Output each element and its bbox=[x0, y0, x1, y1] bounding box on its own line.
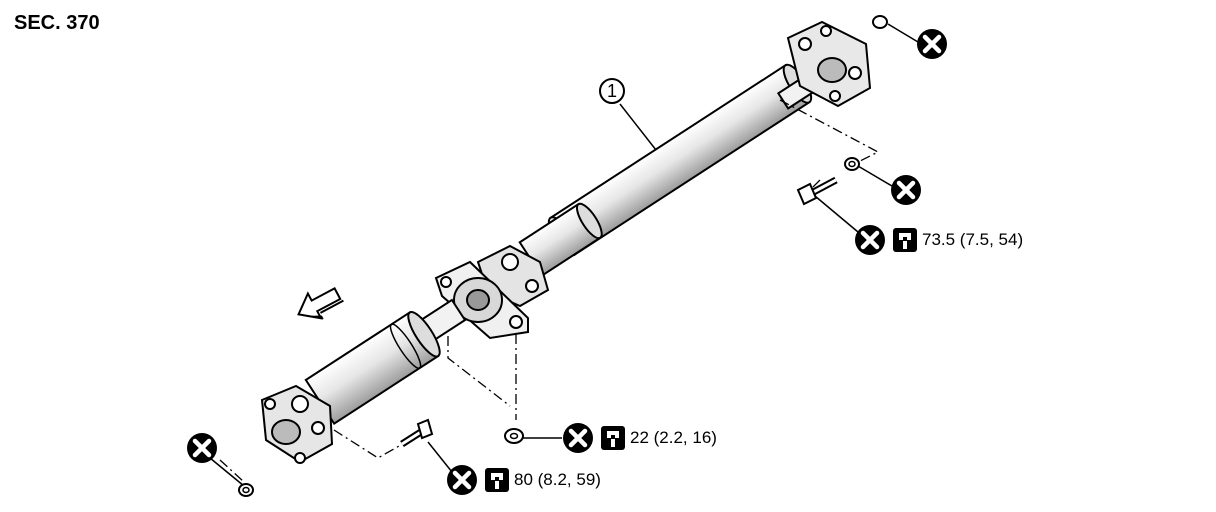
rear-coupling bbox=[786, 20, 872, 108]
x-circle-icon bbox=[187, 433, 217, 463]
center-bearing-bracket bbox=[434, 260, 529, 340]
x-circle-icon bbox=[855, 225, 885, 255]
front-arrow-icon bbox=[297, 287, 344, 320]
front-nut bbox=[238, 483, 254, 497]
mid-tube bbox=[518, 202, 603, 278]
callout-1: 1 bbox=[599, 78, 625, 104]
callout-1-leader bbox=[619, 103, 657, 151]
front-yoke bbox=[260, 384, 334, 464]
x-circle-icon bbox=[917, 29, 947, 59]
x-circle-icon bbox=[563, 423, 593, 453]
torque-spec-front-bolt: 80 (8.2, 59) bbox=[514, 470, 601, 489]
x-circle-icon bbox=[891, 175, 921, 205]
center-bearing-nut bbox=[504, 428, 524, 444]
rear-nut bbox=[872, 15, 888, 29]
rear-washer bbox=[844, 157, 860, 171]
front-tube bbox=[304, 310, 441, 425]
x-circle-icon bbox=[447, 465, 477, 495]
front-bolt bbox=[400, 418, 434, 447]
rear-bolt bbox=[796, 176, 838, 206]
torque-spec-center-bearing-nut: 22 (2.2, 16) bbox=[630, 428, 717, 447]
torque-wrench-icon bbox=[485, 468, 509, 492]
torque-spec-flange-bolt: 73.5 (7.5, 54) bbox=[922, 230, 1024, 249]
section-title: SEC. 370 bbox=[14, 12, 100, 34]
torque-wrench-icon bbox=[893, 228, 917, 252]
torque-wrench-icon bbox=[601, 426, 625, 450]
symbol-leaders bbox=[209, 23, 919, 487]
